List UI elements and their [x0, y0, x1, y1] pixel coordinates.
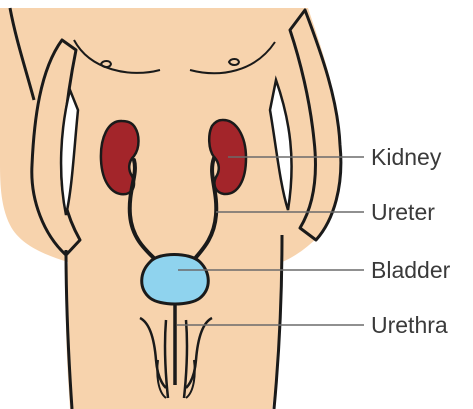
ureter-label: Ureter — [371, 199, 435, 225]
urethra-label: Urethra — [371, 312, 448, 338]
bladder-label: Bladder — [371, 257, 451, 283]
kidney-label: Kidney — [371, 144, 442, 170]
bladder — [142, 255, 209, 305]
